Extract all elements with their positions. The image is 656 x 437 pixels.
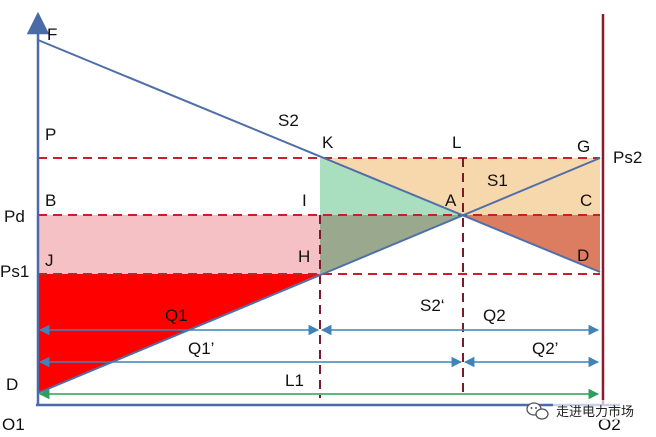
label-p: P (45, 125, 56, 144)
label-c: C (580, 191, 592, 210)
label-k: K (322, 133, 334, 152)
label-s2: S2 (278, 111, 299, 130)
label-d-right: D (577, 246, 589, 265)
label-j: J (45, 251, 54, 270)
label-l1: L1 (285, 371, 304, 390)
label-pd: Pd (4, 207, 25, 226)
label-d-left: D (6, 375, 18, 394)
label-ps1: Ps1 (0, 262, 29, 281)
pink-region (38, 215, 320, 274)
label-q1prime: Q1’ (188, 339, 214, 358)
label-f: F (47, 25, 57, 44)
label-q2prime: Q2’ (532, 339, 558, 358)
label-s2prime: S2‘ (420, 296, 445, 315)
label-q1: Q1 (165, 306, 188, 325)
watermark: 走进电力市场 (526, 400, 636, 420)
label-s1: S1 (487, 171, 508, 190)
label-l: L (452, 133, 461, 152)
label-q2: Q2 (483, 306, 506, 325)
label-b: B (45, 191, 56, 210)
curve-d-ps2 (37, 157, 601, 394)
wechat-icon (526, 402, 549, 420)
curve-f-d (37, 39, 601, 273)
label-i: I (302, 191, 307, 210)
label-a: A (445, 191, 457, 210)
peach-region (320, 158, 600, 215)
label-g: G (577, 137, 590, 156)
label-o1: O1 (2, 415, 25, 434)
label-ps2: Ps2 (613, 148, 642, 167)
watermark-text: 走进电力市场 (556, 404, 634, 420)
label-h: H (298, 247, 310, 266)
